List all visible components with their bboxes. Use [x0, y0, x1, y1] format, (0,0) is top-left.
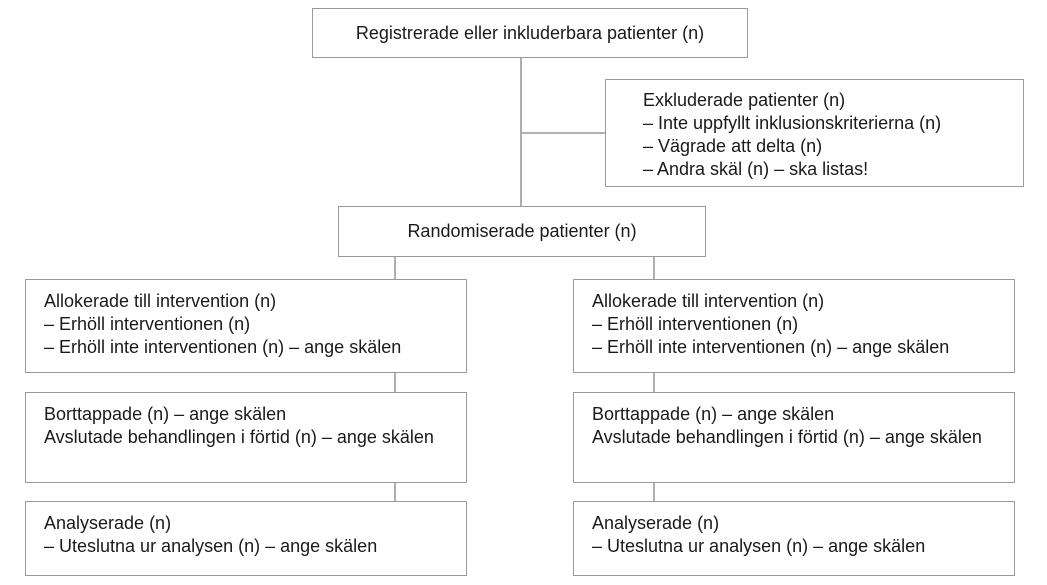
left-not-received-intervention: – Erhöll inte interventionen (n) – ange … — [44, 337, 402, 357]
left-excluded-from-analysis: – Uteslutna ur analysen (n) – ange skäle… — [44, 536, 378, 556]
excluded-patients-box: Exkluderade patienter (n) – Inte uppfyll… — [605, 79, 1024, 187]
left-received-intervention: – Erhöll interventionen (n) — [44, 314, 251, 334]
right-analyzed-title: Analyserade (n) — [592, 513, 720, 533]
left-discontinued: Avslutade behandlingen i förtid (n) – an… — [44, 427, 434, 447]
excluded-reason-other: – Andra skäl (n) – ska listas! — [643, 159, 869, 179]
right-followup-box: Borttappade (n) – ange skälen Avslutade … — [573, 392, 1015, 483]
left-lost-to-followup: Borttappade (n) – ange skälen — [44, 404, 287, 424]
randomized-patients-label: Randomiserade patienter (n) — [407, 221, 637, 241]
right-discontinued: Avslutade behandlingen i förtid (n) – an… — [592, 427, 982, 447]
registered-patients-box: Registrerade eller inkluderbara patiente… — [312, 8, 748, 58]
left-followup-box: Borttappade (n) – ange skälen Avslutade … — [25, 392, 467, 483]
registered-patients-label: Registrerade eller inkluderbara patiente… — [355, 22, 705, 43]
right-not-received-intervention: – Erhöll inte interventionen (n) – ange … — [592, 337, 950, 357]
right-allocation-title: Allokerade till intervention (n) — [592, 291, 825, 311]
right-lost-to-followup: Borttappade (n) – ange skälen — [592, 404, 835, 424]
left-allocation-title: Allokerade till intervention (n) — [44, 291, 277, 311]
right-allocation-box: Allokerade till intervention (n) – Erhöl… — [573, 279, 1015, 373]
excluded-title: Exkluderade patienter (n) — [643, 90, 846, 110]
right-received-intervention: – Erhöll interventionen (n) — [592, 314, 799, 334]
left-analyzed-title: Analyserade (n) — [44, 513, 172, 533]
randomized-patients-box: Randomiserade patienter (n) — [338, 206, 706, 257]
left-analysis-box: Analyserade (n) – Uteslutna ur analysen … — [25, 501, 467, 576]
excluded-reason-declined: – Vägrade att delta (n) — [643, 136, 823, 156]
right-analysis-box: Analyserade (n) – Uteslutna ur analysen … — [573, 501, 1015, 576]
excluded-reason-criteria: – Inte uppfyllt inklusionskriterierna (n… — [643, 113, 942, 133]
right-excluded-from-analysis: – Uteslutna ur analysen (n) – ange skäle… — [592, 536, 926, 556]
left-allocation-box: Allokerade till intervention (n) – Erhöl… — [25, 279, 467, 373]
